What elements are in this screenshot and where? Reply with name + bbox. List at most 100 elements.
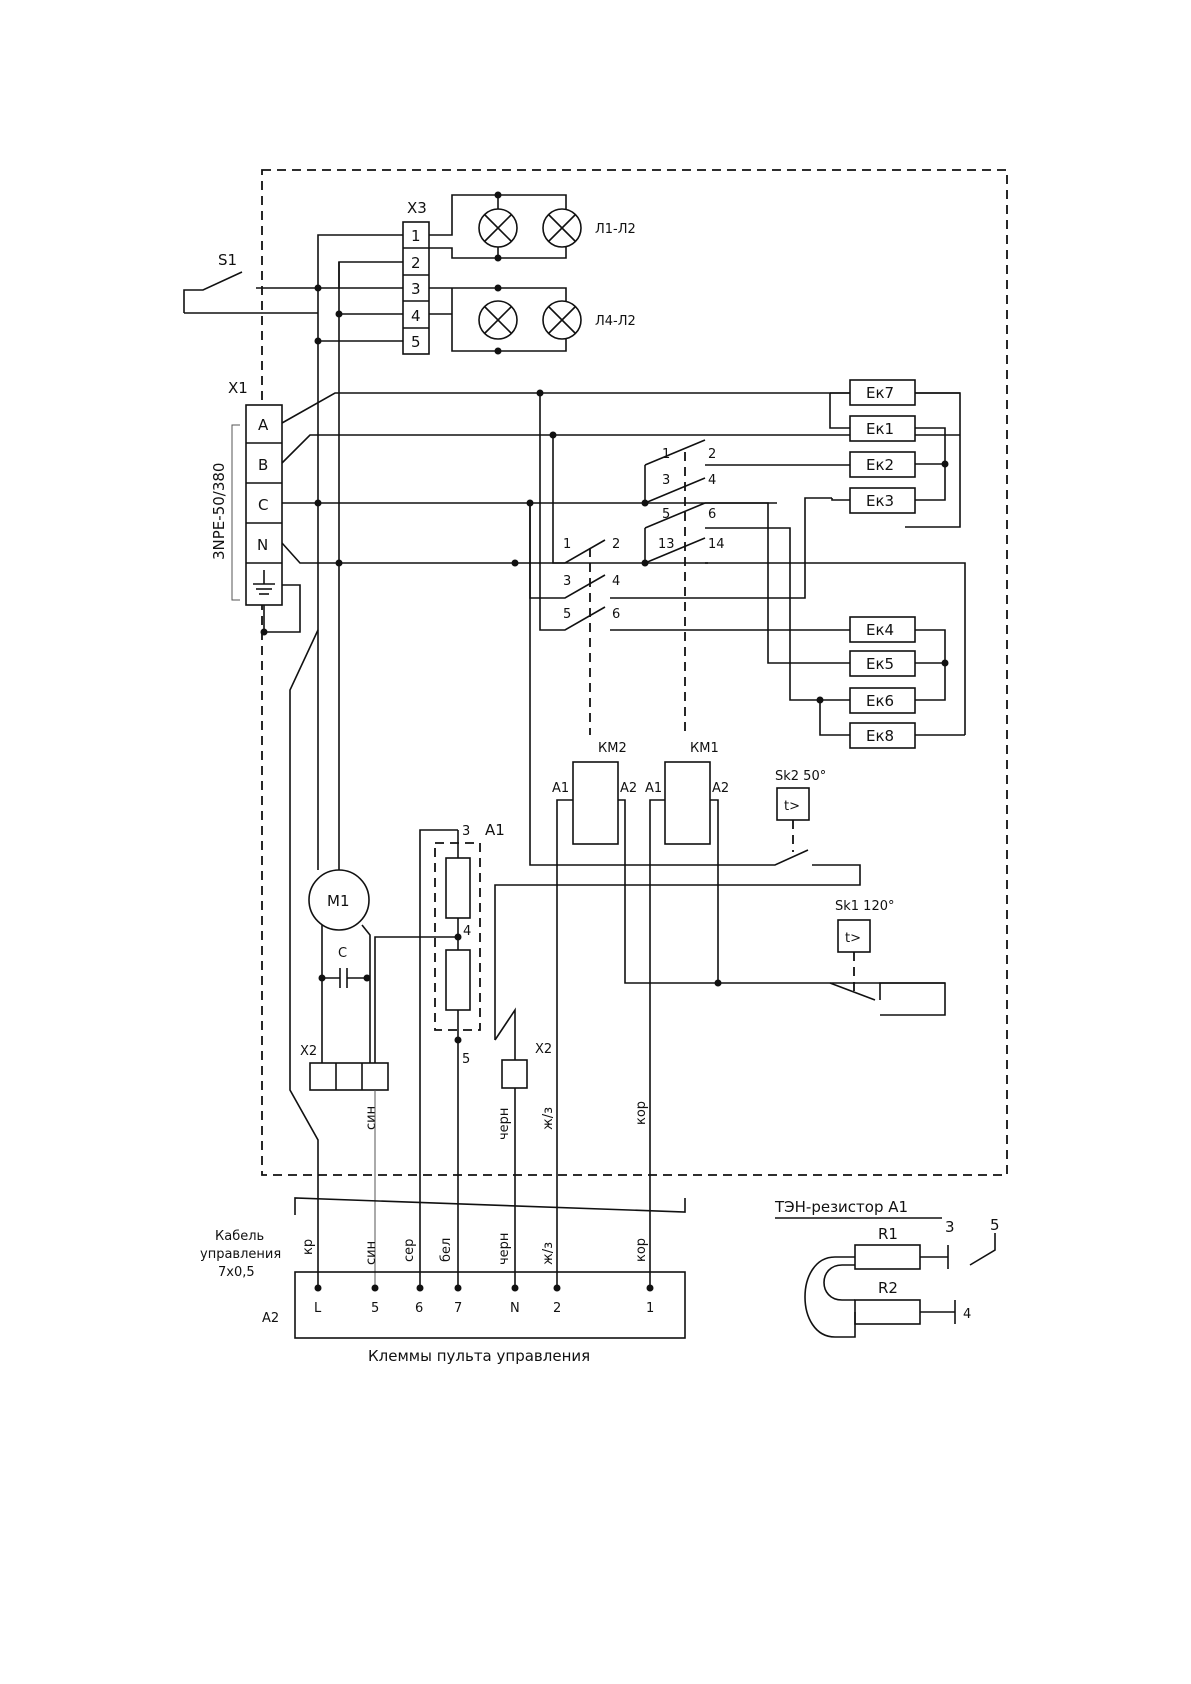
km1-contact-14: 14: [708, 537, 725, 552]
m1-label: M1: [327, 892, 350, 910]
housing-boundary: [261, 169, 1008, 1176]
x1-terminal-c: C: [258, 496, 268, 514]
ten-pin-4: 4: [963, 1307, 971, 1322]
lamps-lower: Л4-Л2: [429, 284, 636, 355]
cable-line3: 7х0,5: [218, 1265, 255, 1280]
km1-contact-5: 5: [662, 507, 670, 522]
heaters-group-2: Ек4 Ек5 Ек6 Ек8: [813, 616, 965, 749]
heater-ek1-label: Ек1: [866, 420, 894, 438]
a1-label: A1: [485, 821, 505, 839]
s1-label: S1: [218, 251, 237, 269]
cable-wire-bel: бел: [439, 1238, 454, 1262]
a2-terminal-l: L: [314, 1301, 322, 1316]
cable-line1: Кабель: [215, 1229, 264, 1244]
wire-sin-label: син: [364, 1106, 379, 1130]
heater-ek4-label: Ек4: [866, 621, 894, 639]
heater-ek8-label: Ек8: [866, 727, 894, 745]
heater-ek2-label: Ек2: [866, 456, 894, 474]
contactor-km2-contacts: 1 2 3 4 5 6: [529, 393, 832, 735]
km2-contact-4: 4: [612, 574, 620, 589]
x3-terminal-1: 1: [411, 227, 421, 245]
heater-ek8: [849, 722, 916, 749]
km1-contact-3: 3: [662, 473, 670, 488]
sk1-label: Sk1 120°: [835, 899, 895, 914]
sk2-label: Sk2 50°: [775, 769, 826, 784]
x3-terminal-2: 2: [411, 254, 421, 272]
a1-pin-5: 5: [462, 1052, 470, 1067]
wire-kor-label: кор: [634, 1101, 649, 1125]
contactor-km1-coil: КМ1 A1 A2: [645, 741, 729, 1288]
terminal-block-x3: X3 1 2 3 4 5: [402, 199, 430, 355]
cable-wire-ser: сер: [402, 1239, 417, 1262]
km1-contact-1: 1: [662, 447, 670, 462]
sk2-symbol: t>: [784, 799, 800, 814]
x3-terminal-4: 4: [411, 307, 421, 325]
ten-pin-5: 5: [990, 1216, 1000, 1234]
cable-wire-kr: кр: [301, 1239, 316, 1255]
a2-terminal-6: 6: [415, 1301, 423, 1316]
a2-terminal-7: 7: [454, 1301, 462, 1316]
km1-contact-13: 13: [658, 537, 675, 552]
lamps-upper-label: Л1-Л2: [595, 222, 636, 237]
x1-supply-label: 3NPE-50/380: [210, 463, 228, 560]
km1-label: КМ1: [690, 741, 719, 756]
x1-terminal-b: B: [258, 456, 268, 474]
heaters-group-1: Ек7 Ек1 Ек2 Ек3: [829, 379, 960, 514]
a2-terminal-2: 2: [553, 1301, 561, 1316]
km2-contact-1: 1: [563, 537, 571, 552]
heater-ek4: [849, 616, 916, 643]
x2-left-label: X2: [300, 1044, 317, 1059]
motor-m1: M1 C: [308, 869, 371, 1063]
wire-chern-label: черн: [497, 1108, 512, 1140]
panel-caption: Клеммы пульта управления: [368, 1347, 590, 1365]
km2-contact-5: 5: [563, 607, 571, 622]
terminal-block-x1: X1 A B C N 3NPE-50/380: [210, 379, 319, 1288]
heater-ek2: [849, 451, 916, 478]
km2-label: КМ2: [598, 741, 627, 756]
x3-label: X3: [407, 199, 427, 217]
heater-resistor-a1: 3 A1 4 5: [374, 821, 505, 1288]
cable-wire-kor: кор: [634, 1238, 649, 1262]
lamps-upper: Л1-Л2: [429, 191, 636, 262]
a2-label: A2: [262, 1311, 279, 1326]
x2-right-label: X2: [535, 1042, 552, 1057]
km1-contact-2: 2: [708, 447, 716, 462]
contactor-km1-contacts: 1 2 3 4 5 6 13 14: [641, 439, 832, 735]
r1-label: R1: [878, 1225, 898, 1243]
heater-ek5-label: Ек5: [866, 655, 894, 673]
x3-terminal-5: 5: [411, 333, 421, 351]
heater-ek5: [849, 650, 916, 677]
km1-contact-6: 6: [708, 507, 716, 522]
ten-resistor-detail: ТЭН-резистор A1 R1 R2 3 5 4: [774, 1198, 1000, 1338]
a1-pin-3: 3: [462, 824, 470, 839]
a2-terminal-n: N: [510, 1301, 520, 1316]
km1-contact-4: 4: [708, 473, 716, 488]
ten-title: ТЭН-резистор A1: [774, 1198, 908, 1216]
thermostat-sk2: Sk2 50° t>: [494, 503, 861, 1040]
a1-pin-4: 4: [463, 924, 471, 939]
thermostat-sk1: Sk1 120° t>: [829, 899, 945, 1001]
control-panel-a2: A2 L 5 6 7 N 2 1 Клеммы пульта управлени…: [262, 1271, 686, 1365]
control-cable: Кабель управления 7х0,5 кр син сер бел ч…: [200, 1197, 686, 1280]
x1-terminal-a: A: [258, 416, 269, 434]
km1-a1: A1: [645, 781, 662, 796]
r2-label: R2: [878, 1279, 898, 1297]
lamps-lower-label: Л4-Л2: [595, 314, 636, 329]
ground-icon: [253, 570, 275, 595]
heater-ek3-label: Ек3: [866, 492, 894, 510]
cable-line2: управления: [200, 1247, 281, 1262]
a2-terminal-1: 1: [646, 1301, 654, 1316]
km1-a2: A2: [712, 781, 729, 796]
km2-a2: A2: [620, 781, 637, 796]
sk1-symbol: t>: [845, 931, 861, 946]
km2-contact-2: 2: [612, 537, 620, 552]
ten-pin-3: 3: [945, 1218, 955, 1236]
heater-ek6-label: Ек6: [866, 692, 894, 710]
km2-contact-3: 3: [563, 574, 571, 589]
contactor-km2-coil: КМ2 A1 A2: [552, 741, 946, 1288]
cable-wire-chern: черн: [497, 1233, 512, 1265]
km2-contact-6: 6: [612, 607, 620, 622]
km2-a1: A1: [552, 781, 569, 796]
x3-terminal-3: 3: [411, 280, 421, 298]
